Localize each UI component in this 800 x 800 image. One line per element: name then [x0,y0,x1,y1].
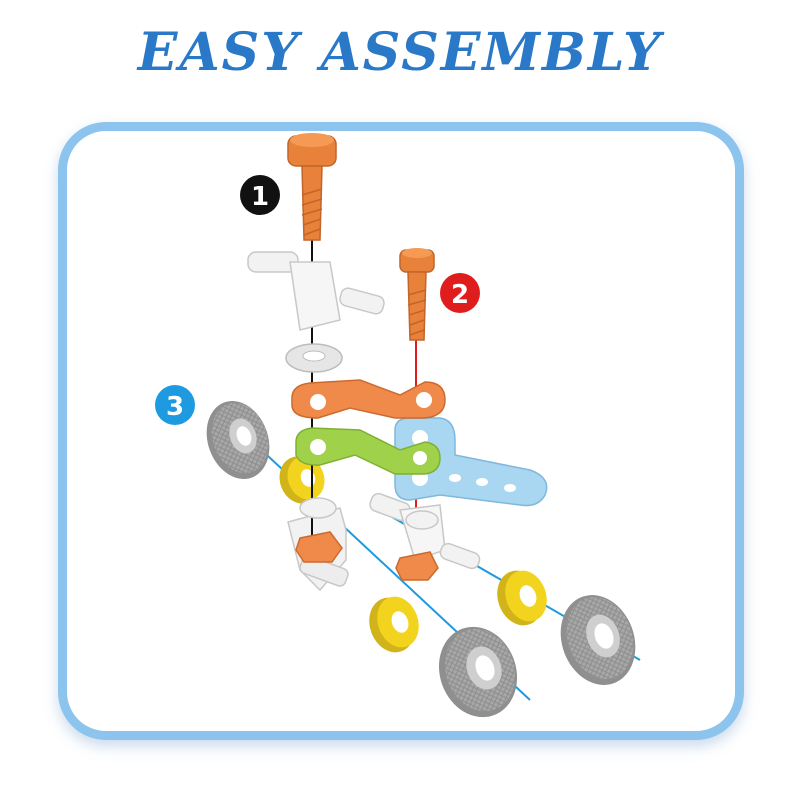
wheel-hub-rear [497,570,547,626]
step-badge-3-label: 3 [166,392,184,422]
spacer-left [299,497,337,519]
bracket-upper [247,251,385,331]
tire-front-right [438,626,518,718]
orange-plate [291,379,446,419]
step-badge-2: 2 [440,273,480,313]
wheel-hub-front-left [279,456,325,504]
tire-rear-right [560,595,636,685]
nut-left [295,531,343,563]
wheel-hub-front-right [369,596,419,653]
screw-1 [287,133,337,241]
green-plate [295,427,441,475]
washer [285,343,343,373]
step-badge-1: 1 [240,175,280,215]
tire-front-left [206,401,270,479]
step-badge-3: 3 [155,385,195,425]
step-badge-1-label: 1 [251,182,269,212]
screw-2 [399,248,435,341]
nut-right [395,551,439,581]
page-title: EASY ASSEMBLY [137,22,663,83]
step-badge-2-label: 2 [451,280,469,310]
spacer-right [405,510,439,530]
